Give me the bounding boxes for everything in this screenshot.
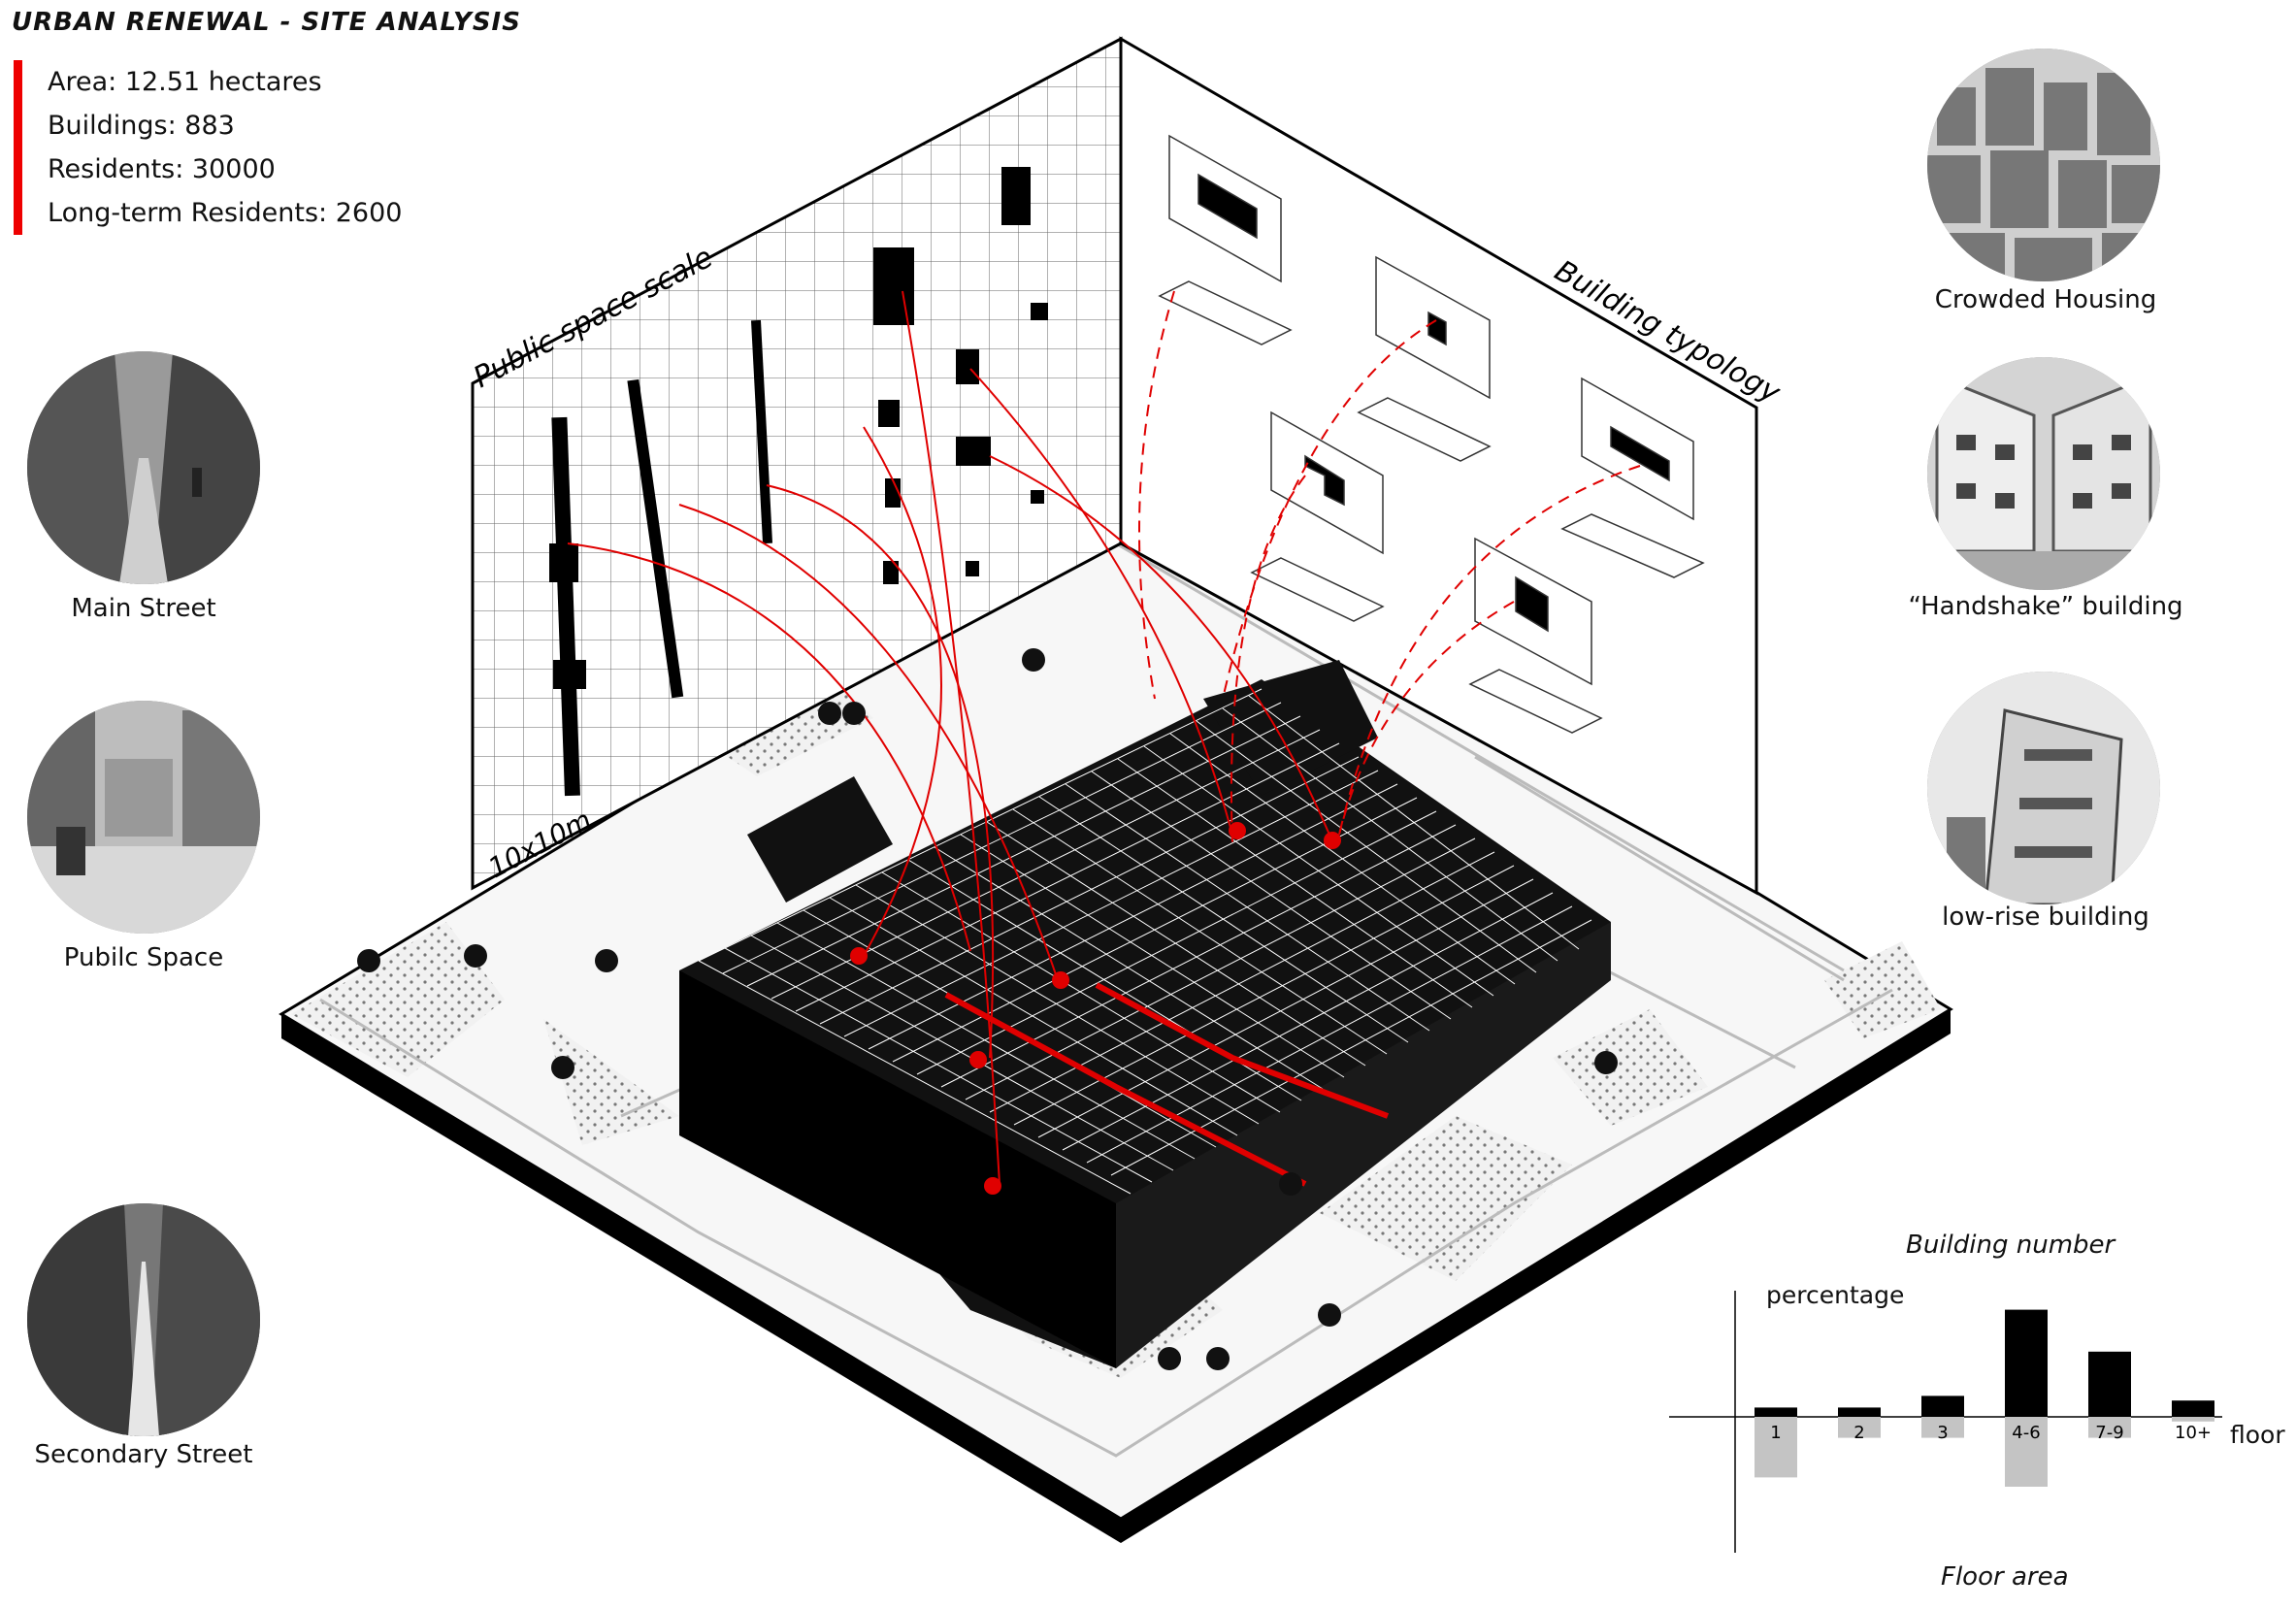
stat-residents: Residents: 30000 bbox=[48, 154, 276, 184]
main-street-photo bbox=[27, 351, 260, 584]
main-street-line bbox=[944, 982, 1390, 1187]
stat-area: Area: 12.51 hectares bbox=[48, 67, 322, 97]
public-space-label: Pubilc Space bbox=[63, 943, 224, 972]
building-mass bbox=[679, 660, 1611, 1368]
trees bbox=[357, 648, 1618, 1370]
low-rise-building-photo bbox=[1927, 672, 2160, 904]
secondary-street-label: Secondary Street bbox=[34, 1440, 253, 1469]
chart-bottom-title: Floor area bbox=[1941, 1562, 2069, 1592]
connector-curves bbox=[567, 290, 1330, 1185]
site-stats: Area: 12.51 hectares Buildings: 883 Resi… bbox=[14, 60, 402, 235]
stat-long-term: Long-term Residents: 2600 bbox=[48, 198, 403, 228]
chart-title: Building number bbox=[1906, 1231, 2116, 1260]
public-space-shapes bbox=[549, 167, 1048, 797]
handshake-building-label: “Handshake” building bbox=[1908, 592, 2183, 621]
stat-buildings: Buildings: 883 bbox=[48, 111, 235, 141]
chart-xlabel: floor bbox=[2230, 1421, 2285, 1449]
chart-ylabel: percentage bbox=[1766, 1281, 1905, 1309]
crowded-housing-label: Crowded Housing bbox=[1934, 285, 2157, 314]
secondary-street-photo bbox=[27, 1203, 260, 1436]
main-street-label: Main Street bbox=[71, 594, 216, 623]
page-title: URBAN RENEWAL - SITE ANALYSIS bbox=[12, 8, 521, 37]
handshake-building-photo bbox=[1927, 357, 2160, 590]
node-markers bbox=[850, 822, 1341, 1195]
typology-dashed-links bbox=[1138, 290, 1641, 845]
low-rise-building-label: low-rise building bbox=[1942, 903, 2149, 932]
typology-cards bbox=[1158, 134, 1705, 734]
